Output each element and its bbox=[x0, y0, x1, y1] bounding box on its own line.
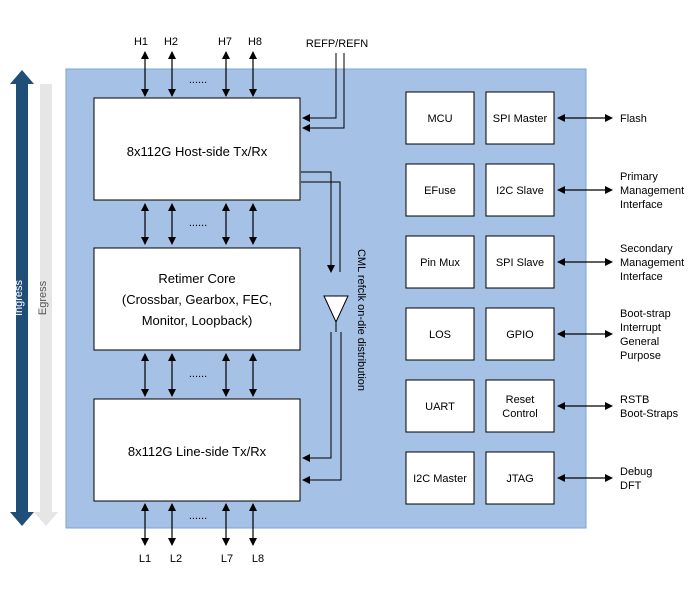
external-interface-label: Management bbox=[620, 185, 684, 197]
peripheral-right-block bbox=[485, 163, 555, 217]
retimer-block bbox=[93, 247, 301, 351]
peripheral-left-label: LOS bbox=[429, 329, 451, 341]
retimer-line-arrows bbox=[141, 353, 257, 397]
external-interface-label: Interface bbox=[620, 199, 663, 211]
refclk-input-label: REFP/REFN bbox=[306, 38, 368, 50]
peripheral-right-label: I2C Slave bbox=[496, 185, 544, 197]
retimer-line3: Monitor, Loopback) bbox=[142, 313, 253, 328]
peripheral-right-label: SPI Master bbox=[493, 113, 548, 125]
peripheral-right-label: JTAG bbox=[506, 473, 533, 485]
line-block-label: 8x112G Line-side Tx/Rx bbox=[128, 444, 267, 459]
peripheral-right-block bbox=[485, 235, 555, 289]
peripheral-row: Pin Mux SPI Slave SecondaryManagementInter… bbox=[405, 235, 684, 289]
external-interface-label: Primary bbox=[620, 171, 658, 183]
peripheral-left-label: UART bbox=[425, 401, 455, 413]
host-block-label: 8x112G Host-side Tx/Rx bbox=[127, 144, 268, 159]
external-interface-label: Boot-strap bbox=[620, 308, 671, 320]
line-port-label: L7 bbox=[221, 553, 233, 565]
egress-arrow: Egress bbox=[34, 84, 58, 526]
line-port-label: L8 bbox=[252, 553, 264, 565]
host-port-label: H1 bbox=[134, 36, 148, 48]
external-interface-label: Interface bbox=[620, 271, 663, 283]
peripheral-right-label: GPIO bbox=[506, 329, 534, 341]
host-port-label: H8 bbox=[248, 36, 262, 48]
peripheral-left-block bbox=[405, 451, 475, 505]
line-block bbox=[93, 398, 301, 502]
host-retimer-arrows bbox=[141, 203, 257, 245]
peripheral-right-block bbox=[485, 91, 555, 145]
peripheral-left-block bbox=[405, 379, 475, 433]
peripheral-right-block bbox=[485, 307, 555, 361]
distribution-label: CML refclk on-die distribution bbox=[355, 249, 367, 391]
external-interface-label: Boot-Straps bbox=[620, 408, 679, 420]
ingress-label: Ingress bbox=[13, 279, 25, 316]
peripheral-left-block bbox=[405, 307, 475, 361]
host-port-label: H2 bbox=[164, 36, 178, 48]
external-interface-label: Flash bbox=[620, 113, 647, 125]
external-interface-label: RSTB bbox=[620, 394, 649, 406]
clock-distribution bbox=[301, 171, 342, 484]
host-port-label: H7 bbox=[218, 36, 232, 48]
mid-ellipsis-2: ...... bbox=[189, 368, 207, 380]
peripheral-left-block bbox=[405, 163, 475, 217]
line-port-label: L1 bbox=[139, 553, 151, 565]
retimer-line2: (Crossbar, Gearbox, FEC, bbox=[122, 292, 272, 307]
external-interface-label: DFT bbox=[620, 480, 642, 492]
peripheral-left-label: Pin Mux bbox=[420, 257, 460, 269]
clock-buffer-triangle bbox=[323, 295, 349, 324]
peripheral-right-label: Control bbox=[502, 408, 537, 420]
peripheral-right-label: SPI Slave bbox=[496, 257, 544, 269]
peripheral-right-block bbox=[485, 379, 555, 433]
external-interface-label: Management bbox=[620, 257, 684, 269]
refclk-lines bbox=[302, 53, 345, 132]
peripheral-left-block bbox=[405, 235, 475, 289]
host-port-arrows bbox=[141, 51, 257, 97]
egress-label: Egress bbox=[37, 280, 49, 315]
line-ellipsis: ...... bbox=[189, 510, 207, 522]
peripheral-row: MCU SPI Master Flash bbox=[405, 91, 647, 145]
retimer-line1: Retimer Core bbox=[158, 271, 235, 286]
external-interface-label: General bbox=[620, 336, 659, 348]
peripheral-left-label: EFuse bbox=[424, 185, 456, 197]
external-interface-label: Secondary bbox=[620, 243, 673, 255]
peripheral-right-block bbox=[485, 451, 555, 505]
peripheral-left-block bbox=[405, 91, 475, 145]
mid-ellipsis-1: ...... bbox=[189, 217, 207, 229]
external-interface-label: Interrupt bbox=[620, 322, 661, 334]
line-port-label: L2 bbox=[170, 553, 182, 565]
peripheral-right-label: Reset bbox=[506, 394, 535, 406]
ingress-arrow: Ingress bbox=[10, 70, 34, 526]
host-block bbox=[93, 97, 301, 201]
external-interface-label: Purpose bbox=[620, 350, 661, 362]
line-port-arrows bbox=[141, 503, 257, 546]
host-ellipsis: ...... bbox=[189, 74, 207, 86]
peripheral-left-label: MCU bbox=[427, 113, 452, 125]
peripheral-left-label: I2C Master bbox=[413, 473, 467, 485]
external-interface-label: Debug bbox=[620, 466, 652, 478]
